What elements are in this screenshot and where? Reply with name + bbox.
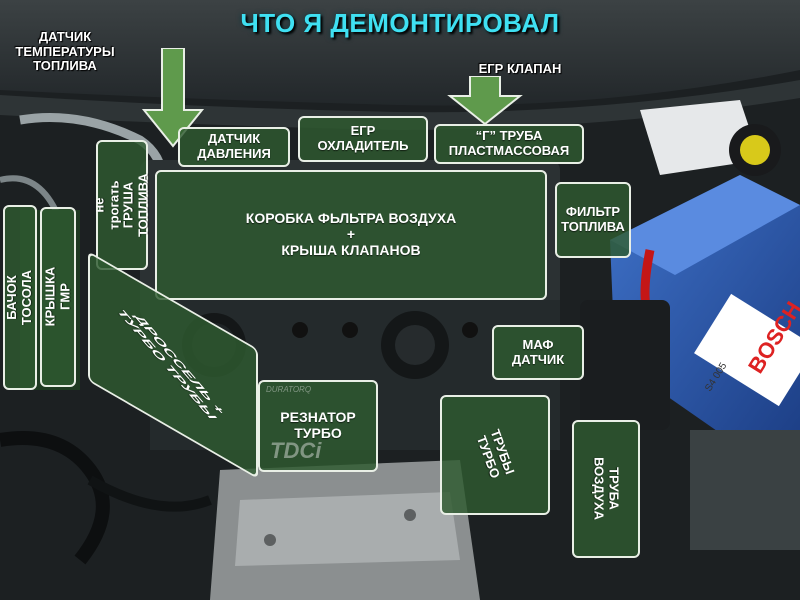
label-fuel-filter: ФИЛЬТР ТОПЛИВА	[555, 182, 631, 258]
label-maf-sensor: МАФ ДАТЧИК	[492, 325, 584, 380]
label-fuel-bulb: не трогать ГРУША ТОПЛИВА	[91, 140, 151, 270]
label-fuel-temp-sensor: ДАТЧИК ТЕМПЕРАТУРЫ ТОПЛИВА	[15, 29, 115, 74]
label-air-pipe: ТРУБА ВОЗДУХА	[572, 420, 640, 558]
down-arrow-icon	[447, 76, 523, 126]
label-plastic-pipe: “Г” ТРУБА ПЛАСТМАССОВАЯ	[434, 124, 584, 164]
label-coolant-tank-text: БАЧОК ТОСОЛА	[4, 269, 34, 326]
label-egr-cooler: ЕГР ОХЛАДИТЕЛЬ	[298, 116, 428, 162]
label-turbo-pipes: ТРУБЫ ТУРБО	[440, 395, 550, 515]
label-turbo-resonator: РЕЗНАТОР ТУРБО	[258, 380, 378, 472]
label-ps-cap-text: КРЫШКА ГМР	[42, 267, 72, 327]
label-coolant-tank: БАЧОК ТОСОЛА	[3, 205, 37, 390]
label-egr-valve: ЕГР КЛАПАН	[478, 61, 562, 76]
label-turbo-pipes-text: ТРУБЫ ТУРБО	[474, 427, 518, 481]
engine-badge: TDCi	[270, 438, 322, 463]
label-air-pipe-text: ТРУБА ВОЗДУХА	[592, 457, 622, 521]
label-air-filter-box: КОРОБКА ФЬЛЬТРА ВОЗДУХА + КРЫША КЛАПАНОВ	[155, 170, 547, 300]
label-pressure-sensor: ДАТЧИК ДАВЛЕНИЯ	[178, 127, 290, 167]
label-ps-cap: КРЫШКА ГМР	[40, 207, 76, 387]
engine-badge-small: DURATORQ	[266, 385, 312, 394]
label-fuel-bulb-text: не трогать ГРУША ТОПЛИВА	[91, 173, 151, 237]
page-title: ЧТО Я ДЕМОНТИРОВАЛ	[240, 8, 560, 38]
